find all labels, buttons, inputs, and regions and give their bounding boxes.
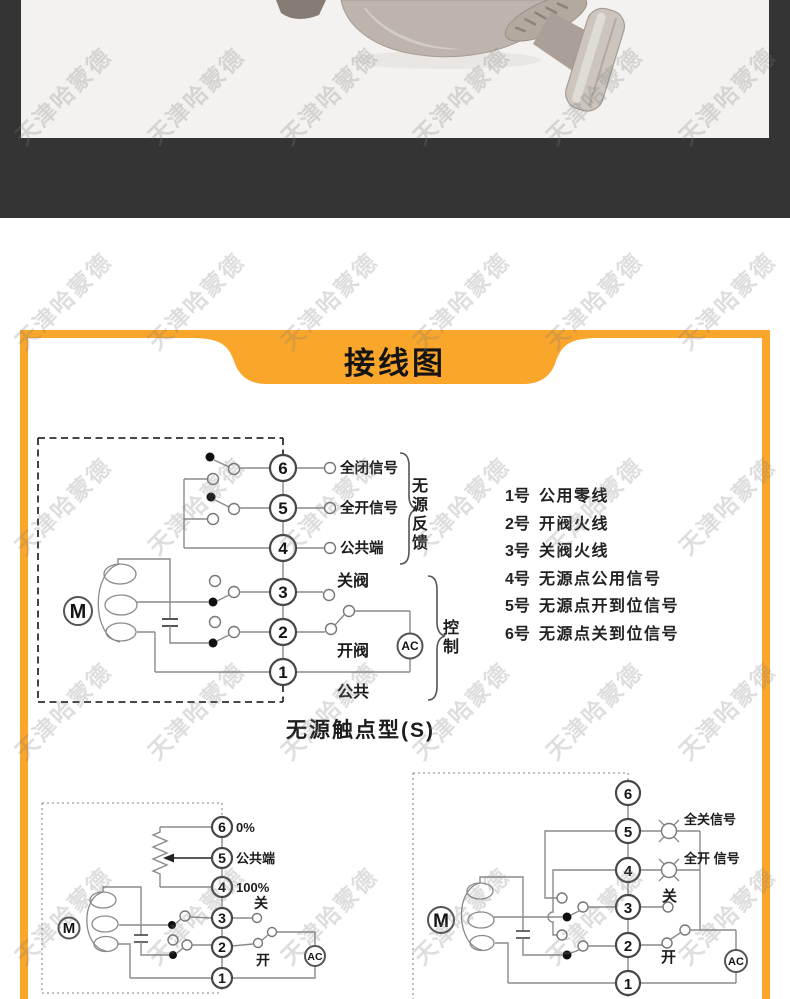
lamp-full-close xyxy=(640,819,700,843)
terminal-5: 5 xyxy=(218,850,226,866)
terminal-4: 4 xyxy=(218,879,226,895)
label-common-terminal: 公共端 xyxy=(340,539,384,557)
main-wiring-diagram: M AC xyxy=(37,437,446,703)
legend-item: 6号无源点关到位信号 xyxy=(505,625,680,643)
terminal-2: 2 xyxy=(624,938,632,955)
legend-item: 4号无源点公用信号 xyxy=(505,570,662,588)
valve-stub xyxy=(276,0,326,20)
label-full-close-signal: 全闭信号 xyxy=(339,459,398,477)
label-open-valve: 开阀 xyxy=(337,641,369,660)
motor-assembly: M xyxy=(427,876,616,984)
terminal-5: 5 xyxy=(624,824,632,841)
valve-flange xyxy=(565,7,626,112)
legend-item: 3号关阀火线 xyxy=(505,543,610,560)
terminal-6: 6 xyxy=(218,819,226,835)
product-photo xyxy=(21,0,769,138)
terminal-3: 3 xyxy=(218,910,226,926)
terminal-2: 2 xyxy=(278,623,287,642)
capacitor xyxy=(162,618,178,627)
valve-image xyxy=(276,0,626,112)
ac-label: AC xyxy=(307,951,323,963)
terminal-4: 4 xyxy=(278,539,288,558)
control-switches xyxy=(167,910,213,959)
label-common-terminal: 公共端 xyxy=(236,851,275,866)
panel-title: 接线图 xyxy=(344,346,446,381)
legend-item: 5号无源点开到位信号 xyxy=(505,598,680,615)
control-switches xyxy=(208,574,270,648)
terminal-6: 6 xyxy=(624,786,632,803)
banner-ribbon xyxy=(195,330,595,384)
motor-label: M xyxy=(433,911,449,932)
potentiometer xyxy=(151,826,212,888)
label-common: 公共 xyxy=(337,683,369,701)
feedback-group-label: 无源反馈 xyxy=(409,477,426,553)
ac-control-circuit: AC xyxy=(296,588,424,673)
terminal-3: 3 xyxy=(624,900,632,917)
terminal-legend: 1号公用零线 2号开阀火线 3号关阀火线 4号无源点公用信号 5号无源点开到位信… xyxy=(505,482,755,647)
feedback-switches xyxy=(183,452,337,555)
left-buses xyxy=(544,830,616,941)
motor-assembly: M xyxy=(63,558,270,673)
lamp-feedback-diagram: AC M xyxy=(412,772,748,999)
label-close: 关 xyxy=(254,895,268,911)
terminal-5: 5 xyxy=(278,499,287,518)
ac-source xyxy=(724,949,748,973)
terminal-6: 6 xyxy=(278,459,287,478)
capacitor xyxy=(134,934,148,943)
actuator-boundary xyxy=(37,437,284,703)
ac-label: AC xyxy=(728,956,744,968)
legend-item: 1号公用零线 xyxy=(505,488,610,505)
capacitor xyxy=(516,930,530,939)
label-open: 开 xyxy=(256,952,270,968)
terminal-4: 4 xyxy=(624,863,633,880)
control-switches xyxy=(562,901,616,960)
label-0-percent: 0% xyxy=(236,820,255,835)
terminal-strip: 6 5 4 3 2 1 xyxy=(210,815,234,990)
control-brace xyxy=(427,575,446,701)
ac-label: AC xyxy=(401,639,419,653)
motor-label: M xyxy=(70,601,87,623)
label-close: 关 xyxy=(662,887,677,905)
diagram-caption: 无源触点型(S) xyxy=(286,719,435,742)
lamp-full-open xyxy=(640,858,700,882)
wiper-arrow xyxy=(163,853,174,863)
top-dark-band xyxy=(0,0,790,218)
terminal-3: 3 xyxy=(278,583,287,602)
ac-source xyxy=(304,945,326,967)
control-group-label: 控制 xyxy=(440,619,457,657)
label-close-valve: 关阀 xyxy=(337,571,369,590)
label-open: 开 xyxy=(661,949,676,966)
terminal-2: 2 xyxy=(218,939,226,955)
terminal-1: 1 xyxy=(278,663,287,682)
ac-source xyxy=(396,632,424,660)
label-full-open-signal: 全开 信号 xyxy=(683,851,740,866)
label-full-open-signal: 全开信号 xyxy=(339,499,398,517)
legend-item: 2号开阀火线 xyxy=(505,515,610,533)
ac-control-circuit: AC xyxy=(231,912,326,979)
actuator-boundary xyxy=(412,772,629,999)
terminal-1: 1 xyxy=(624,976,632,993)
label-100-percent: 100% xyxy=(236,880,270,895)
terminal-strip: 6 5 4 3 2 1 xyxy=(614,779,642,997)
feedback-brace xyxy=(399,452,418,565)
motor-assembly: M xyxy=(57,886,212,979)
label-full-close-signal: 全关信号 xyxy=(683,812,736,827)
motor-label: M xyxy=(63,920,76,937)
terminal-1: 1 xyxy=(218,970,226,986)
wiring-panel: 接线图 xyxy=(20,330,770,999)
terminal-strip: 6 5 4 3 2 1 xyxy=(268,453,298,687)
potentiometer-diagram: M xyxy=(41,802,326,994)
ac-control-circuit: AC xyxy=(640,901,748,984)
panel-banner: 接线图 xyxy=(195,330,595,384)
actuator-boundary xyxy=(41,802,223,994)
